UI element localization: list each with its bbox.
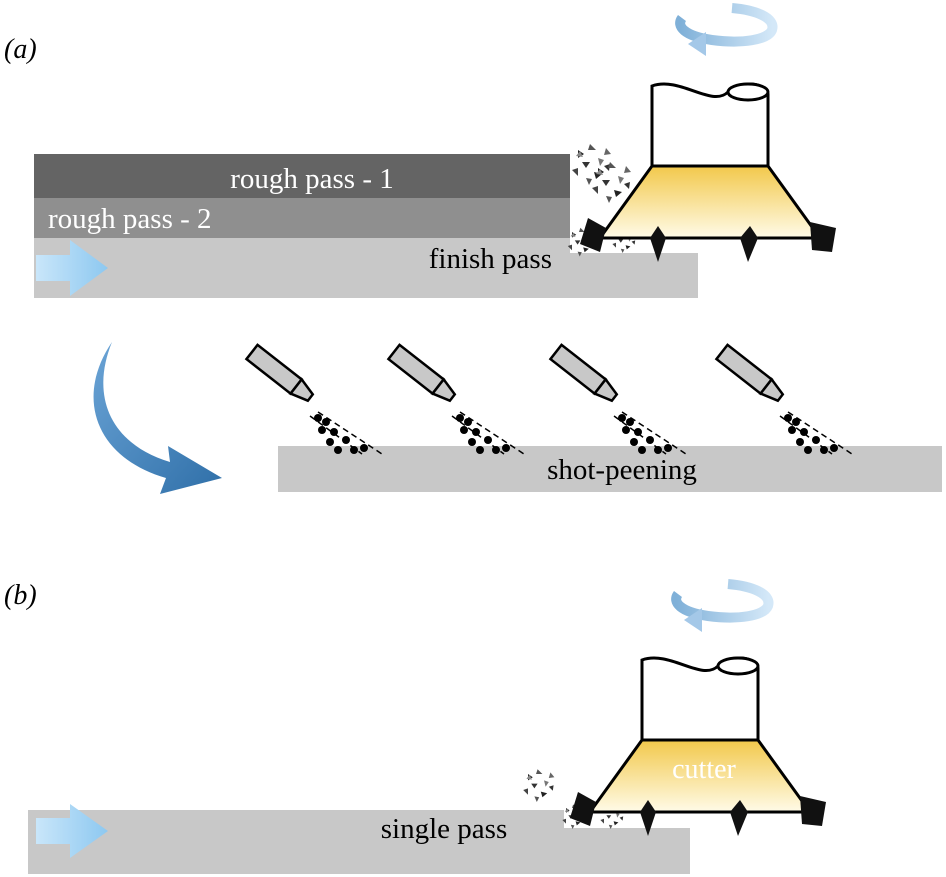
shot-peening-label: shot-peening [547,454,697,486]
single-pass-workpiece [28,810,564,874]
nozzle-icon [245,343,384,456]
rough-pass-2-label: rough pass - 2 [48,203,212,235]
nozzle-icon [715,343,854,456]
finish-pass-layer [34,238,570,298]
chip-debris-icon [523,769,555,802]
rotation-arrow-icon [676,584,768,632]
rough-pass-1-label: rough pass - 1 [230,163,394,195]
rotation-arrow-icon [680,8,772,56]
nozzle-icon [549,343,688,456]
rough-pass-1-layer [34,154,570,198]
feed-arrow-icon [36,240,108,296]
single-pass-label: single pass [381,813,507,845]
cutter-icon [578,82,838,264]
cutter-label: cutter [672,754,736,785]
cutter-icon [568,656,828,838]
panel-a-label: (a) [4,34,37,65]
finished-surface [570,253,698,298]
feed-arrow-icon [36,804,108,858]
chip-debris-icon [572,144,611,185]
panel-b-label: (b) [4,580,37,611]
rough-pass-2-layer [34,198,570,238]
finish-pass-label: finish pass [429,243,552,275]
single-pass-finished-surface [564,828,690,874]
curved-process-arrow-icon [93,342,222,494]
nozzle-icon [387,343,526,456]
